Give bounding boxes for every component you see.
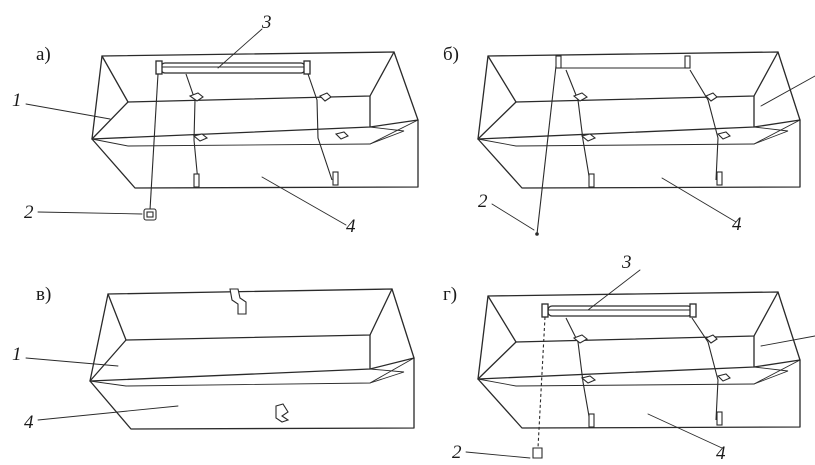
panel-a: а) — [12, 12, 419, 237]
panel-a-callout-1: 1 — [12, 90, 22, 111]
panel-a-callout-3: 3 — [261, 12, 272, 33]
panel-g-label: г) — [443, 284, 457, 305]
panel-a-pull-cord — [143, 73, 159, 221]
panel-b-label: б) — [443, 44, 459, 65]
panel-g-callout-2: 2 — [452, 442, 462, 463]
panel-g-pull-cord — [532, 316, 546, 459]
panel-b: б) — [443, 44, 815, 236]
panel-g-box-body — [477, 291, 801, 429]
panel-v-callout-4: 4 — [24, 412, 34, 433]
panel-a-callout-4: 4 — [346, 216, 356, 237]
panel-a-roller — [155, 60, 311, 75]
panel-b-pull-cord — [535, 65, 557, 236]
panel-v-callout-1: 1 — [12, 344, 22, 365]
panel-v-hooks — [229, 288, 290, 423]
panel-g-curtain-cord-guides — [565, 317, 731, 428]
panel-b-roller-brackets — [555, 55, 691, 69]
panel-b-callout-4: 4 — [732, 214, 742, 235]
panel-v-leader-lines — [25, 357, 179, 421]
panel-v: в) 1 4 — [12, 284, 415, 433]
panel-b-callout-2: 2 — [478, 191, 488, 212]
panel-g: г) — [443, 252, 815, 464]
panel-a-callout-2: 2 — [24, 202, 34, 223]
panel-g-callout-4: 4 — [716, 443, 726, 464]
panel-a-box-body — [91, 51, 419, 189]
panel-b-box-body — [477, 51, 801, 189]
panel-g-leader-lines — [465, 269, 815, 459]
panel-a-label: а) — [36, 44, 51, 65]
panel-v-box-body — [89, 288, 415, 430]
panel-b-curtain-cord-guides — [565, 69, 731, 188]
panel-a-leader-lines — [25, 28, 347, 226]
panel-g-roller — [541, 303, 697, 318]
panel-v-label: в) — [36, 284, 51, 305]
panel-g-callout-3: 3 — [621, 252, 632, 273]
panel-a-curtain-cord-guides — [185, 73, 349, 188]
panel-b-leader-lines — [491, 75, 815, 231]
